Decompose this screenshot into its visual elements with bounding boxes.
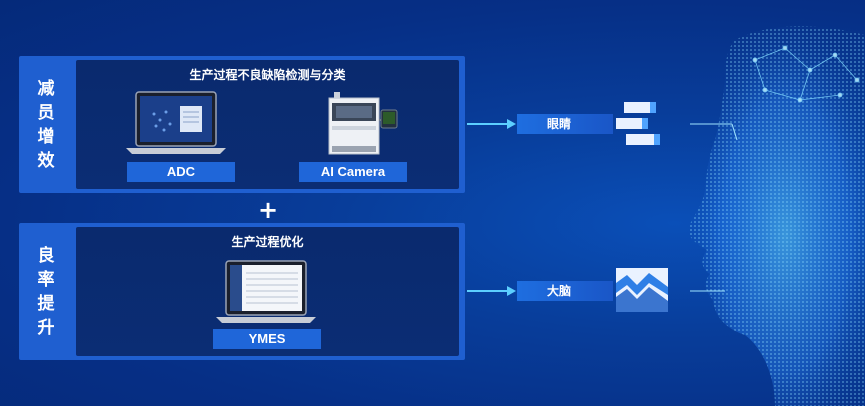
side-char: 良: [37, 245, 55, 266]
eyes-blocks-icon: [616, 102, 660, 145]
side-char: 效: [37, 150, 55, 171]
ai-face-icon: [688, 26, 865, 406]
inspection-machine-icon: [328, 92, 398, 155]
arrow-icon: [467, 119, 516, 129]
side-label-cost-reduction: 减 员 增 效: [19, 56, 73, 193]
plus-sign: +: [258, 196, 279, 224]
defect-detection-panel: 减 员 增 效 生产过程不良缺陷检测与分类 ADC: [19, 56, 465, 193]
process-optimization-panel: 良 率 提 升 生产过程优化 YMES: [19, 223, 465, 360]
side-char: 率: [37, 269, 55, 290]
arrow-icon: [467, 286, 516, 296]
laptop-icon: [126, 91, 226, 154]
side-char: 升: [37, 317, 55, 338]
process-optimization-content: 生产过程优化 YMES: [76, 227, 459, 356]
ai-camera-label: AI Camera: [299, 162, 407, 182]
laptop-icon: [216, 260, 316, 323]
adc-label: ADC: [127, 162, 235, 182]
eyes-tag: 眼睛: [517, 114, 613, 134]
brain-tag: 大脑: [517, 281, 613, 301]
side-char: 增: [37, 126, 55, 147]
panel-title: 生产过程优化: [231, 235, 304, 249]
brain-chart-icon: [616, 268, 668, 312]
ymes-label: YMES: [213, 329, 321, 349]
panel-title: 生产过程不良缺陷检测与分类: [189, 68, 346, 82]
side-char: 提: [37, 293, 55, 314]
side-char: 员: [37, 102, 55, 123]
side-char: 减: [37, 78, 55, 99]
defect-detection-content: 生产过程不良缺陷检测与分类 ADC AI Ca: [76, 60, 459, 189]
side-label-yield-improvement: 良 率 提 升: [19, 223, 73, 360]
